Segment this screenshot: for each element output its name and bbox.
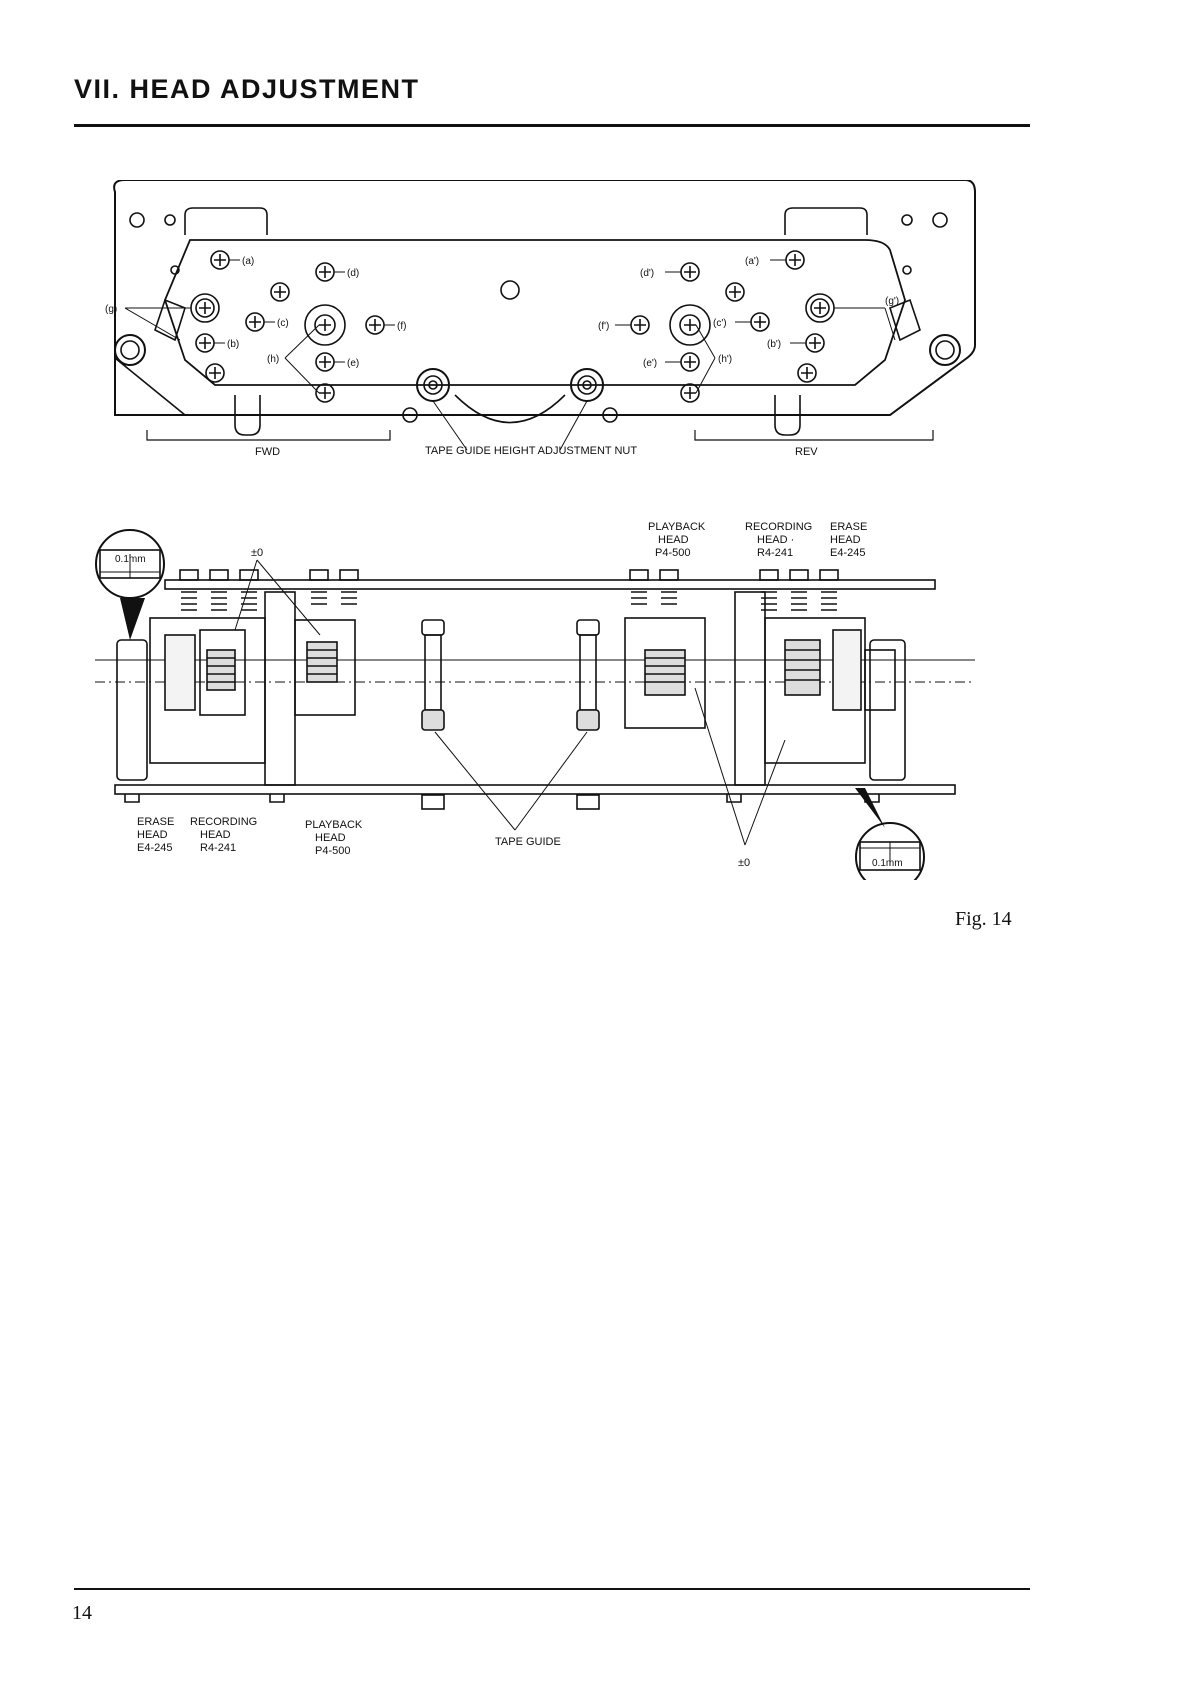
callout-e-prime: (e') xyxy=(643,358,657,369)
callout-c-prime: (c') xyxy=(713,318,727,329)
erase-head-model-rev: E4-245 xyxy=(830,547,865,559)
playback-head-sub-rev: HEAD xyxy=(658,534,689,546)
erase-head-name-rev: ERASE xyxy=(830,521,867,533)
rev-label: REV xyxy=(795,446,818,458)
page-number: 14 xyxy=(72,1602,92,1625)
recording-head-name: RECORDING xyxy=(190,816,257,828)
rev-bracket xyxy=(695,430,933,440)
section-title: VII. HEAD ADJUSTMENT xyxy=(74,74,420,105)
header-rule xyxy=(74,124,1030,127)
callout-f: (f) xyxy=(397,321,406,332)
side-view-head-assembly: ±0 ±0 0.1mm 0.1mm TAPE GUIDE ERASE HEAD … xyxy=(95,521,975,880)
recording-head-model: R4-241 xyxy=(200,842,236,854)
recording-head-sub-rev: HEAD · xyxy=(757,534,794,546)
erase-head-name: ERASE xyxy=(137,816,174,828)
gap-detail-magnifier-left xyxy=(96,530,164,640)
callout-f-prime: (f') xyxy=(598,321,609,332)
gap-label-left: 0.1mm xyxy=(115,554,146,565)
zero-tolerance-label-right: ±0 xyxy=(738,857,750,869)
playback-head-model: P4-500 xyxy=(315,845,350,857)
playback-head-sub: HEAD xyxy=(315,832,346,844)
callout-g-prime: (g') xyxy=(885,296,899,307)
playback-head-name-rev: PLAYBACK xyxy=(648,521,706,533)
fwd-label: FWD xyxy=(255,446,280,458)
erase-head-model: E4-245 xyxy=(137,842,172,854)
rev-head-stack xyxy=(625,592,895,785)
callout-d-prime: (d') xyxy=(640,268,654,279)
recording-head-name-rev: RECORDING xyxy=(745,521,812,533)
callout-a-prime: (a') xyxy=(745,256,759,267)
spring-screw-icon xyxy=(180,570,358,610)
fwd-head-stack xyxy=(150,592,355,785)
tape-guide-icon xyxy=(422,620,599,809)
callout-h: (h) xyxy=(267,354,279,365)
head-adjustment-diagram: (a) (d) (c) (f) (b) (e) (g) (h) (a') (d'… xyxy=(95,180,1055,880)
figure-14: (a) (d) (c) (f) (b) (e) (g) (h) (a') (d'… xyxy=(95,180,1055,885)
callout-h-prime: (h') xyxy=(718,354,732,365)
recording-head-model-rev: R4-241 xyxy=(757,547,793,559)
playback-head-name: PLAYBACK xyxy=(305,819,363,831)
gap-label-right: 0.1mm xyxy=(872,858,903,869)
page-header: VII. HEAD ADJUSTMENT xyxy=(74,74,420,105)
erase-head-sub: HEAD xyxy=(137,829,168,841)
playback-head-model-rev: P4-500 xyxy=(655,547,690,559)
figure-caption: Fig. 14 xyxy=(955,908,1012,931)
spring-screw-icon xyxy=(630,570,838,610)
callout-a: (a) xyxy=(242,256,254,267)
callout-e: (e) xyxy=(347,358,359,369)
tape-guide-nut-label: TAPE GUIDE HEIGHT ADJUSTMENT NUT xyxy=(425,445,637,457)
callout-b-prime: (b') xyxy=(767,339,781,350)
zero-tolerance-label-left: ±0 xyxy=(251,547,263,559)
footer-rule xyxy=(74,1588,1030,1590)
erase-head-sub-rev: HEAD xyxy=(830,534,861,546)
recording-head-sub: HEAD xyxy=(200,829,231,841)
callout-g: (g) xyxy=(105,304,117,315)
callout-b: (b) xyxy=(227,339,239,350)
screw-icon xyxy=(631,251,834,402)
tape-guide-label: TAPE GUIDE xyxy=(495,836,561,848)
top-view-head-block: (a) (d) (c) (f) (b) (e) (g) (h) (a') (d'… xyxy=(105,180,975,458)
callout-d: (d) xyxy=(347,268,359,279)
fwd-bracket xyxy=(147,430,390,440)
callout-c: (c) xyxy=(277,318,289,329)
